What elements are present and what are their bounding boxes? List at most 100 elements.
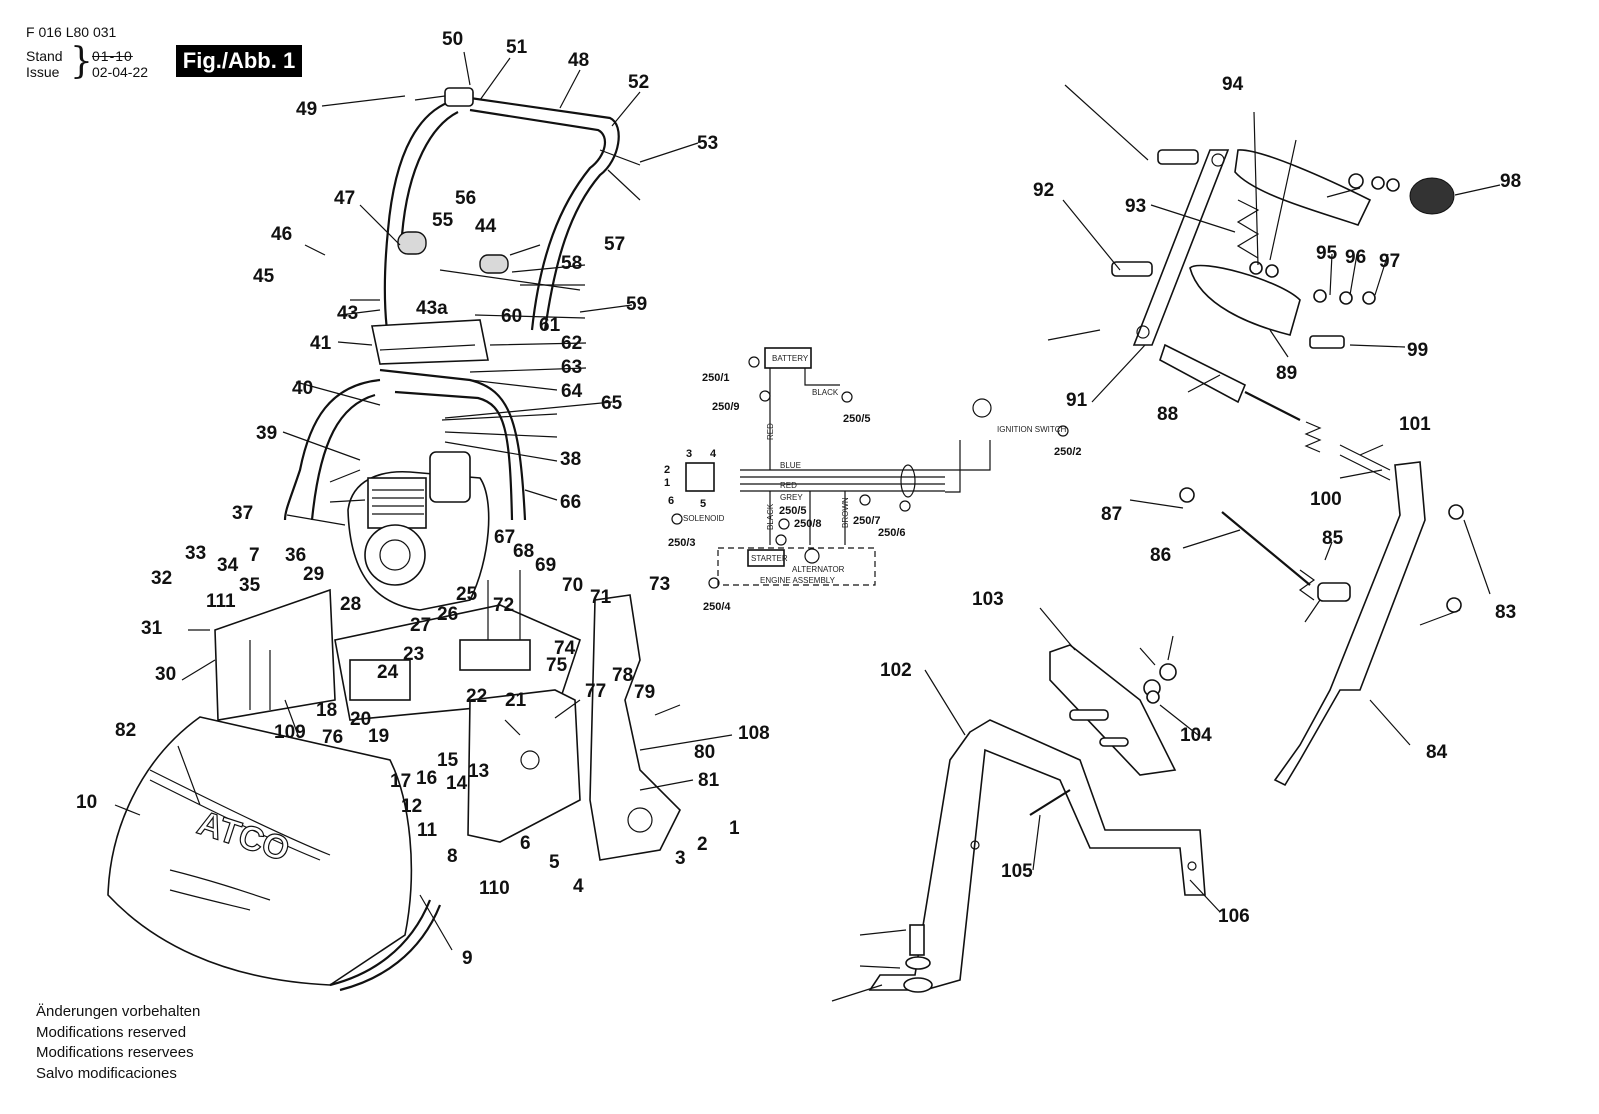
part-label-59: 59 bbox=[626, 294, 647, 315]
grassbox-support bbox=[283, 319, 527, 521]
black-label: BLACK bbox=[812, 388, 839, 397]
part-label-89: 89 bbox=[1276, 363, 1297, 384]
part-label-57: 57 bbox=[604, 234, 625, 255]
battery-label: BATTERY bbox=[772, 354, 809, 363]
part-label-26: 26 bbox=[437, 604, 458, 625]
document-code: F 016 L80 031 bbox=[26, 24, 117, 40]
part-label-17: 17 bbox=[390, 771, 411, 792]
grey-label: GREY bbox=[780, 493, 803, 502]
part-label-43: 43 bbox=[337, 303, 358, 324]
part-label-19: 19 bbox=[368, 726, 389, 747]
part-label-92: 92 bbox=[1033, 180, 1054, 201]
alternator-symbol bbox=[804, 548, 820, 564]
part-label-88: 88 bbox=[1157, 404, 1178, 425]
alternator-label: ALTERNATOR bbox=[792, 565, 845, 574]
part-label-72: 72 bbox=[493, 595, 514, 616]
part-label-73: 73 bbox=[649, 574, 670, 595]
mower-frame bbox=[214, 570, 681, 861]
terminal-2: 2 bbox=[664, 464, 670, 476]
red-label: RED bbox=[766, 423, 775, 440]
part-label-74: 74 bbox=[554, 638, 576, 659]
part-label-40: 40 bbox=[292, 378, 313, 399]
part-label-71: 71 bbox=[590, 587, 612, 608]
part-label-36: 36 bbox=[285, 545, 306, 566]
part-label-111: 111 bbox=[206, 591, 236, 612]
part-label-24: 24 bbox=[377, 662, 399, 683]
part-label-4: 4 bbox=[573, 876, 584, 897]
part-label-55: 55 bbox=[432, 210, 454, 231]
part-label-47: 47 bbox=[334, 188, 355, 209]
lever-assembly bbox=[1047, 149, 1464, 787]
part-label-28: 28 bbox=[340, 594, 361, 615]
part-label-53: 53 bbox=[697, 133, 718, 154]
blue-label: BLUE bbox=[780, 461, 801, 470]
terminal-4: 4 bbox=[710, 448, 717, 460]
part-label-1: 1 bbox=[729, 818, 740, 839]
part-label-81: 81 bbox=[698, 770, 720, 791]
leader-lines bbox=[114, 51, 1501, 1002]
wire-ref-250-6: 250/6 bbox=[878, 527, 906, 539]
part-label-18: 18 bbox=[316, 700, 337, 721]
starter-box bbox=[747, 549, 785, 567]
part-label-82: 82 bbox=[115, 720, 136, 741]
part-label-35: 35 bbox=[239, 575, 261, 596]
part-label-106: 106 bbox=[1218, 906, 1250, 927]
part-label-108: 108 bbox=[738, 723, 770, 744]
part-label-8: 8 bbox=[447, 846, 458, 867]
terminal-6: 6 bbox=[668, 495, 674, 507]
wire-ref-250-3: 250/3 bbox=[668, 537, 696, 549]
part-label-7: 7 bbox=[249, 545, 260, 566]
part-label-38: 38 bbox=[560, 449, 581, 470]
part-label-56: 56 bbox=[455, 188, 476, 209]
part-label-84: 84 bbox=[1426, 742, 1448, 763]
brace-glyph: } bbox=[70, 41, 93, 82]
ignition-switch-label: IGNITION SWITCH bbox=[997, 425, 1067, 434]
part-label-48: 48 bbox=[568, 50, 589, 71]
part-label-62: 62 bbox=[561, 333, 582, 354]
brown-label: BROWN bbox=[841, 497, 850, 528]
part-label-11: 11 bbox=[417, 820, 438, 841]
part-label-80: 80 bbox=[694, 742, 715, 763]
issue-label: Issue bbox=[26, 64, 60, 80]
part-label-75: 75 bbox=[546, 655, 568, 676]
wiring-diagram: BATTERY BLACK RED BLUE RED GREY SOLENOID… bbox=[664, 347, 1082, 613]
part-label-76: 76 bbox=[322, 727, 343, 748]
part-label-5: 5 bbox=[549, 852, 560, 873]
part-label-105: 105 bbox=[1001, 861, 1033, 882]
part-label-44: 44 bbox=[475, 216, 497, 237]
part-label-109: 109 bbox=[274, 722, 306, 743]
part-label-102: 102 bbox=[880, 660, 912, 681]
part-label-96: 96 bbox=[1345, 247, 1366, 268]
part-label-70: 70 bbox=[562, 575, 583, 596]
part-label-69: 69 bbox=[535, 555, 556, 576]
engine-assembly-label: ENGINE ASSEMBLY bbox=[760, 576, 836, 585]
stand-label: Stand bbox=[26, 48, 63, 64]
part-label-103: 103 bbox=[972, 589, 1004, 610]
bracket-assembly bbox=[868, 644, 1206, 993]
note-de: Änderungen vorbehalten bbox=[36, 1003, 201, 1020]
part-label-32: 32 bbox=[151, 568, 172, 589]
part-label-51: 51 bbox=[506, 37, 528, 58]
part-label-30: 30 bbox=[155, 664, 176, 685]
part-label-34: 34 bbox=[217, 555, 239, 576]
issue-date: 02-04-22 bbox=[92, 64, 149, 80]
part-label-21: 21 bbox=[505, 690, 527, 711]
part-label-10: 10 bbox=[76, 792, 97, 813]
part-label-67: 67 bbox=[494, 527, 515, 548]
wire-ref-250-2: 250/2 bbox=[1054, 446, 1082, 458]
red-label-2: RED bbox=[780, 481, 797, 490]
note-fr: Modifications reservees bbox=[36, 1044, 194, 1061]
part-label-6: 6 bbox=[520, 833, 531, 854]
handle-assembly bbox=[383, 87, 641, 361]
part-label-79: 79 bbox=[634, 682, 655, 703]
grass-box: ATCO bbox=[107, 716, 442, 992]
note-en: Modifications reserved bbox=[36, 1023, 187, 1041]
part-label-95: 95 bbox=[1316, 243, 1338, 264]
part-label-58: 58 bbox=[561, 253, 582, 274]
part-label-9: 9 bbox=[462, 948, 473, 969]
part-label-20: 20 bbox=[350, 709, 371, 730]
wire-ref-250-5b: 250/5 bbox=[779, 505, 807, 517]
part-label-29: 29 bbox=[303, 564, 324, 585]
solenoid-box bbox=[685, 462, 715, 492]
